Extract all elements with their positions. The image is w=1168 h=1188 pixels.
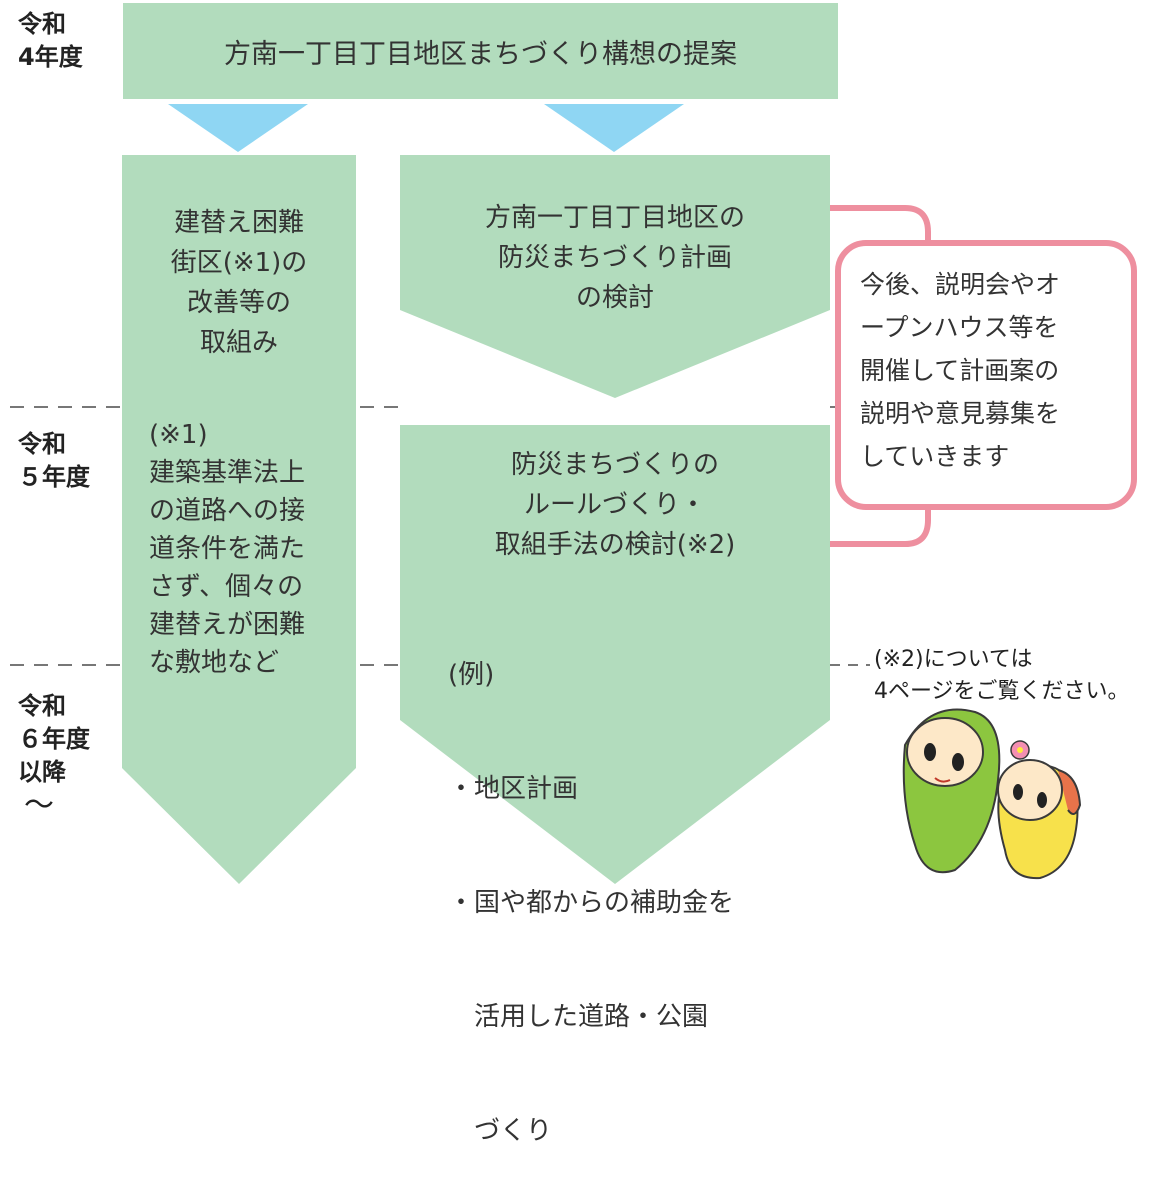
example-item: ・国や都からの補助金を [448,888,735,918]
callout-line: 今後、説明会やオ [860,270,1061,299]
callout-line: していきます [860,442,1010,471]
footnote-line: 建替えが困難 [149,610,306,640]
top-box-shape [123,3,838,99]
left-title-line: 街区(※1)の [170,248,308,278]
right-bottom-arrow-shape [400,425,830,884]
right-bottom-line: 防災まちづくりの [510,450,719,480]
right-top-line: の検討 [575,283,654,313]
footnote-line: の道路への接 [149,496,306,526]
example-item: づくり [448,1116,553,1146]
left-column-arrow-shape [122,155,356,884]
example-label: (例) [448,660,495,690]
left-title-line: 取組み [199,328,278,358]
right-bottom-line: ルールづくり・ [523,490,706,520]
callout-line: 開催して計画案の [860,356,1060,385]
footnote-line: 建築基準法上 [149,458,306,488]
callout-line: 説明や意見募集を [860,399,1061,428]
year-label-r6: 令和 ６年度 以降 〜 [18,690,90,822]
year-r6-tilde: 〜 [24,788,54,823]
year-r5-line1: 令和 [18,430,66,458]
year-r6-line3: 以降 [18,758,66,786]
callout-line: ープンハウス等を [860,313,1059,342]
callout-text: 今後、説明会やオ ープンハウス等を 開催して計画案の 説明や意見募集を していき… [860,263,1122,478]
year-r6-line2: ６年度 [18,725,90,753]
top-box: 方南一丁目丁目地区まちづくり構想の提案 [123,3,838,99]
year-r6-line1: 令和 [18,692,66,720]
footnote-line: 道条件を満た [149,534,306,564]
mascot-characters-icon [902,708,1082,880]
year-r4-line1: 令和 [18,10,66,38]
page-reference-note: (※2)については 4ページをご覧ください。 [874,644,1166,708]
right-bottom-examples: (例) ・地区計画 ・国や都からの補助金を 活用した道路・公園 づくり [448,580,828,1188]
left-column-title: 建替え困難 街区(※1)の 改善等の 取組み [122,203,356,363]
right-bottom-title: 防災まちづくりの ルールづくり・ 取組手法の検討(※2) [400,445,830,565]
year-r5-line2: ５年度 [18,463,90,491]
note-line: 4ページをご覧ください。 [874,679,1130,704]
down-arrow-left-icon [168,104,308,152]
footnote-line: な敷地など [149,648,280,678]
footnote-line: (※1) [149,420,208,450]
year-r4-line2: 4年度 [18,43,83,71]
right-top-line: 方南一丁目丁目地区の [484,203,745,233]
right-top-line: 防災まちづくり計画 [497,243,732,273]
year-label-r5: 令和 ５年度 [18,428,90,494]
left-title-line: 建替え困難 [173,208,304,238]
callout-bracket [830,205,931,240]
diagram-canvas [10,3,1137,884]
right-bottom-line: 取組手法の検討(※2) [494,530,736,560]
right-top-title: 方南一丁目丁目地区の 防災まちづくり計画 の検討 [400,198,830,318]
callout-bracket-bottom [830,508,931,547]
left-title-line: 改善等の [186,288,291,318]
callout-box-shape [835,240,1137,510]
right-top-arrow-shape [400,155,830,398]
example-item: ・地区計画 [448,774,579,804]
example-item: 活用した道路・公園 [448,1002,709,1032]
year-label-r4: 令和 4年度 [18,8,83,74]
top-box-label: 方南一丁目丁目地区まちづくり構想の提案 [224,38,737,70]
left-column-footnote: (※1) 建築基準法上 の道路への接 道条件を満た さず、個々の 建替えが困難 … [149,416,354,682]
down-arrow-right-icon [544,104,684,152]
footnote-line: さず、個々の [149,572,304,602]
note-line: (※2)については [874,647,1033,672]
